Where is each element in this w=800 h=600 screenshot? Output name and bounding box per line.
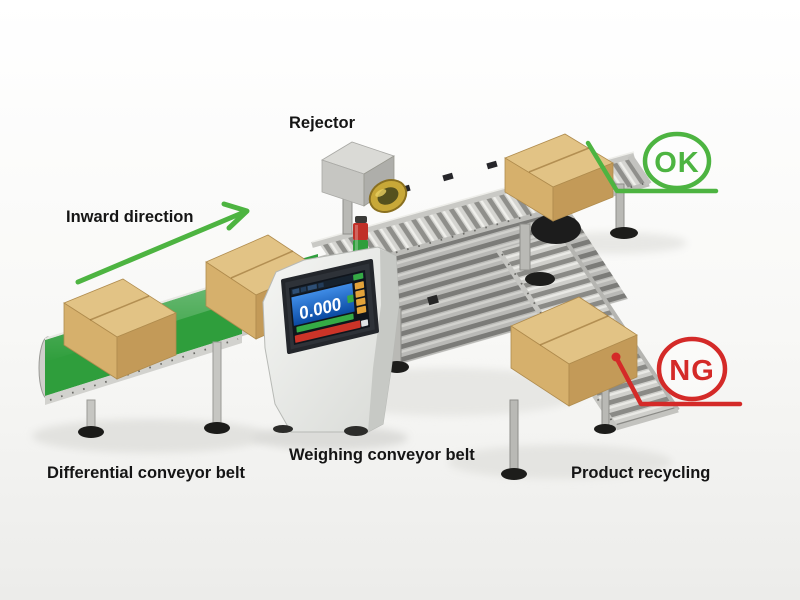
box-seam	[539, 315, 609, 346]
ng-lane-foot-near	[501, 468, 527, 480]
ok-path-line	[585, 140, 719, 194]
inward-arrow	[75, 201, 250, 285]
ng-badge-text: NG	[669, 355, 715, 387]
box-seam	[528, 147, 590, 173]
touchscreen: 0.000	[289, 269, 370, 345]
ng-lane-end-cap	[615, 407, 679, 431]
box-right	[116, 312, 177, 380]
ok-lane-mid-foot	[525, 272, 555, 286]
ng-lane-foot-far	[594, 424, 616, 434]
stack-light-gloss	[355, 225, 358, 255]
deck-connector-block-2	[427, 294, 439, 306]
ok-lane-substructure	[519, 214, 581, 286]
carton-box-infeed-1	[63, 278, 177, 380]
belt-frame	[45, 334, 242, 405]
screen-menu-chip-3	[307, 283, 317, 291]
rejector-arm	[321, 141, 408, 235]
right-leg	[212, 341, 222, 425]
inward-arrow-shaft	[75, 210, 245, 285]
label-inward-direction: Inward direction	[66, 208, 193, 226]
rail-clamp-2	[442, 172, 454, 182]
ng-badge-ring	[656, 336, 728, 402]
console-foot-right	[344, 426, 368, 436]
unit-chip	[347, 294, 354, 304]
screen-menu-chip-2	[300, 286, 307, 293]
ng-lane-far-rail	[558, 230, 680, 412]
box-right	[552, 162, 614, 222]
weighing-console: 0.000	[262, 246, 400, 436]
screen-menu-chip-4	[318, 282, 324, 289]
console-foot-left	[273, 425, 293, 433]
label-rejector: Rejector	[289, 114, 356, 132]
label-product-recycling: Product recycling	[571, 464, 710, 482]
drive-motor	[531, 214, 581, 244]
right-foot	[204, 422, 230, 434]
stack-light-red	[353, 223, 368, 240]
rail-clamp-3	[486, 160, 498, 170]
console-side-shade	[368, 249, 399, 432]
screen-red-bar	[294, 320, 361, 343]
screen-amber-button-4	[356, 305, 367, 315]
ok-badge-text: OK	[654, 147, 700, 179]
screen-amber-button-1	[354, 281, 365, 290]
shadow-left-conveyor	[32, 419, 268, 453]
ok-path: OK	[585, 131, 719, 194]
rejector-pusher-disc	[368, 179, 408, 213]
ng-path: NG	[611, 336, 743, 407]
ng-path-line	[613, 354, 743, 407]
box-seam	[89, 295, 150, 321]
screen-amber-button-2	[355, 289, 365, 298]
left-foot	[78, 426, 104, 438]
left-leg	[86, 399, 96, 431]
screen-amber-button-3	[356, 297, 366, 306]
label-differential-conveyor: Differential conveyor belt	[47, 464, 246, 482]
carton-box-ok	[504, 133, 614, 222]
box-right	[568, 334, 638, 407]
screen-green-bar	[296, 313, 354, 333]
ng-lane-leg-near	[509, 399, 519, 471]
screen-green-button	[353, 272, 364, 281]
screen-white-chip	[360, 319, 369, 327]
screen-menu-chip-1	[292, 288, 300, 295]
stack-light-cap	[355, 216, 367, 223]
carton-box-ng	[510, 296, 638, 407]
inward-arrow-head	[221, 201, 250, 231]
annotations: Rejector Inward direction Differential c…	[47, 114, 710, 482]
disc-highlight	[375, 189, 387, 197]
ok-lane-end-foot	[610, 227, 638, 239]
box-seam	[230, 250, 294, 279]
ok-lane-end-cap	[627, 154, 652, 186]
label-weighing-conveyor: Weighing conveyor belt	[289, 446, 475, 464]
weight-display-panel	[291, 283, 355, 326]
ok-badge-ring	[642, 131, 712, 191]
ok-lane-mid-leg	[519, 223, 531, 271]
